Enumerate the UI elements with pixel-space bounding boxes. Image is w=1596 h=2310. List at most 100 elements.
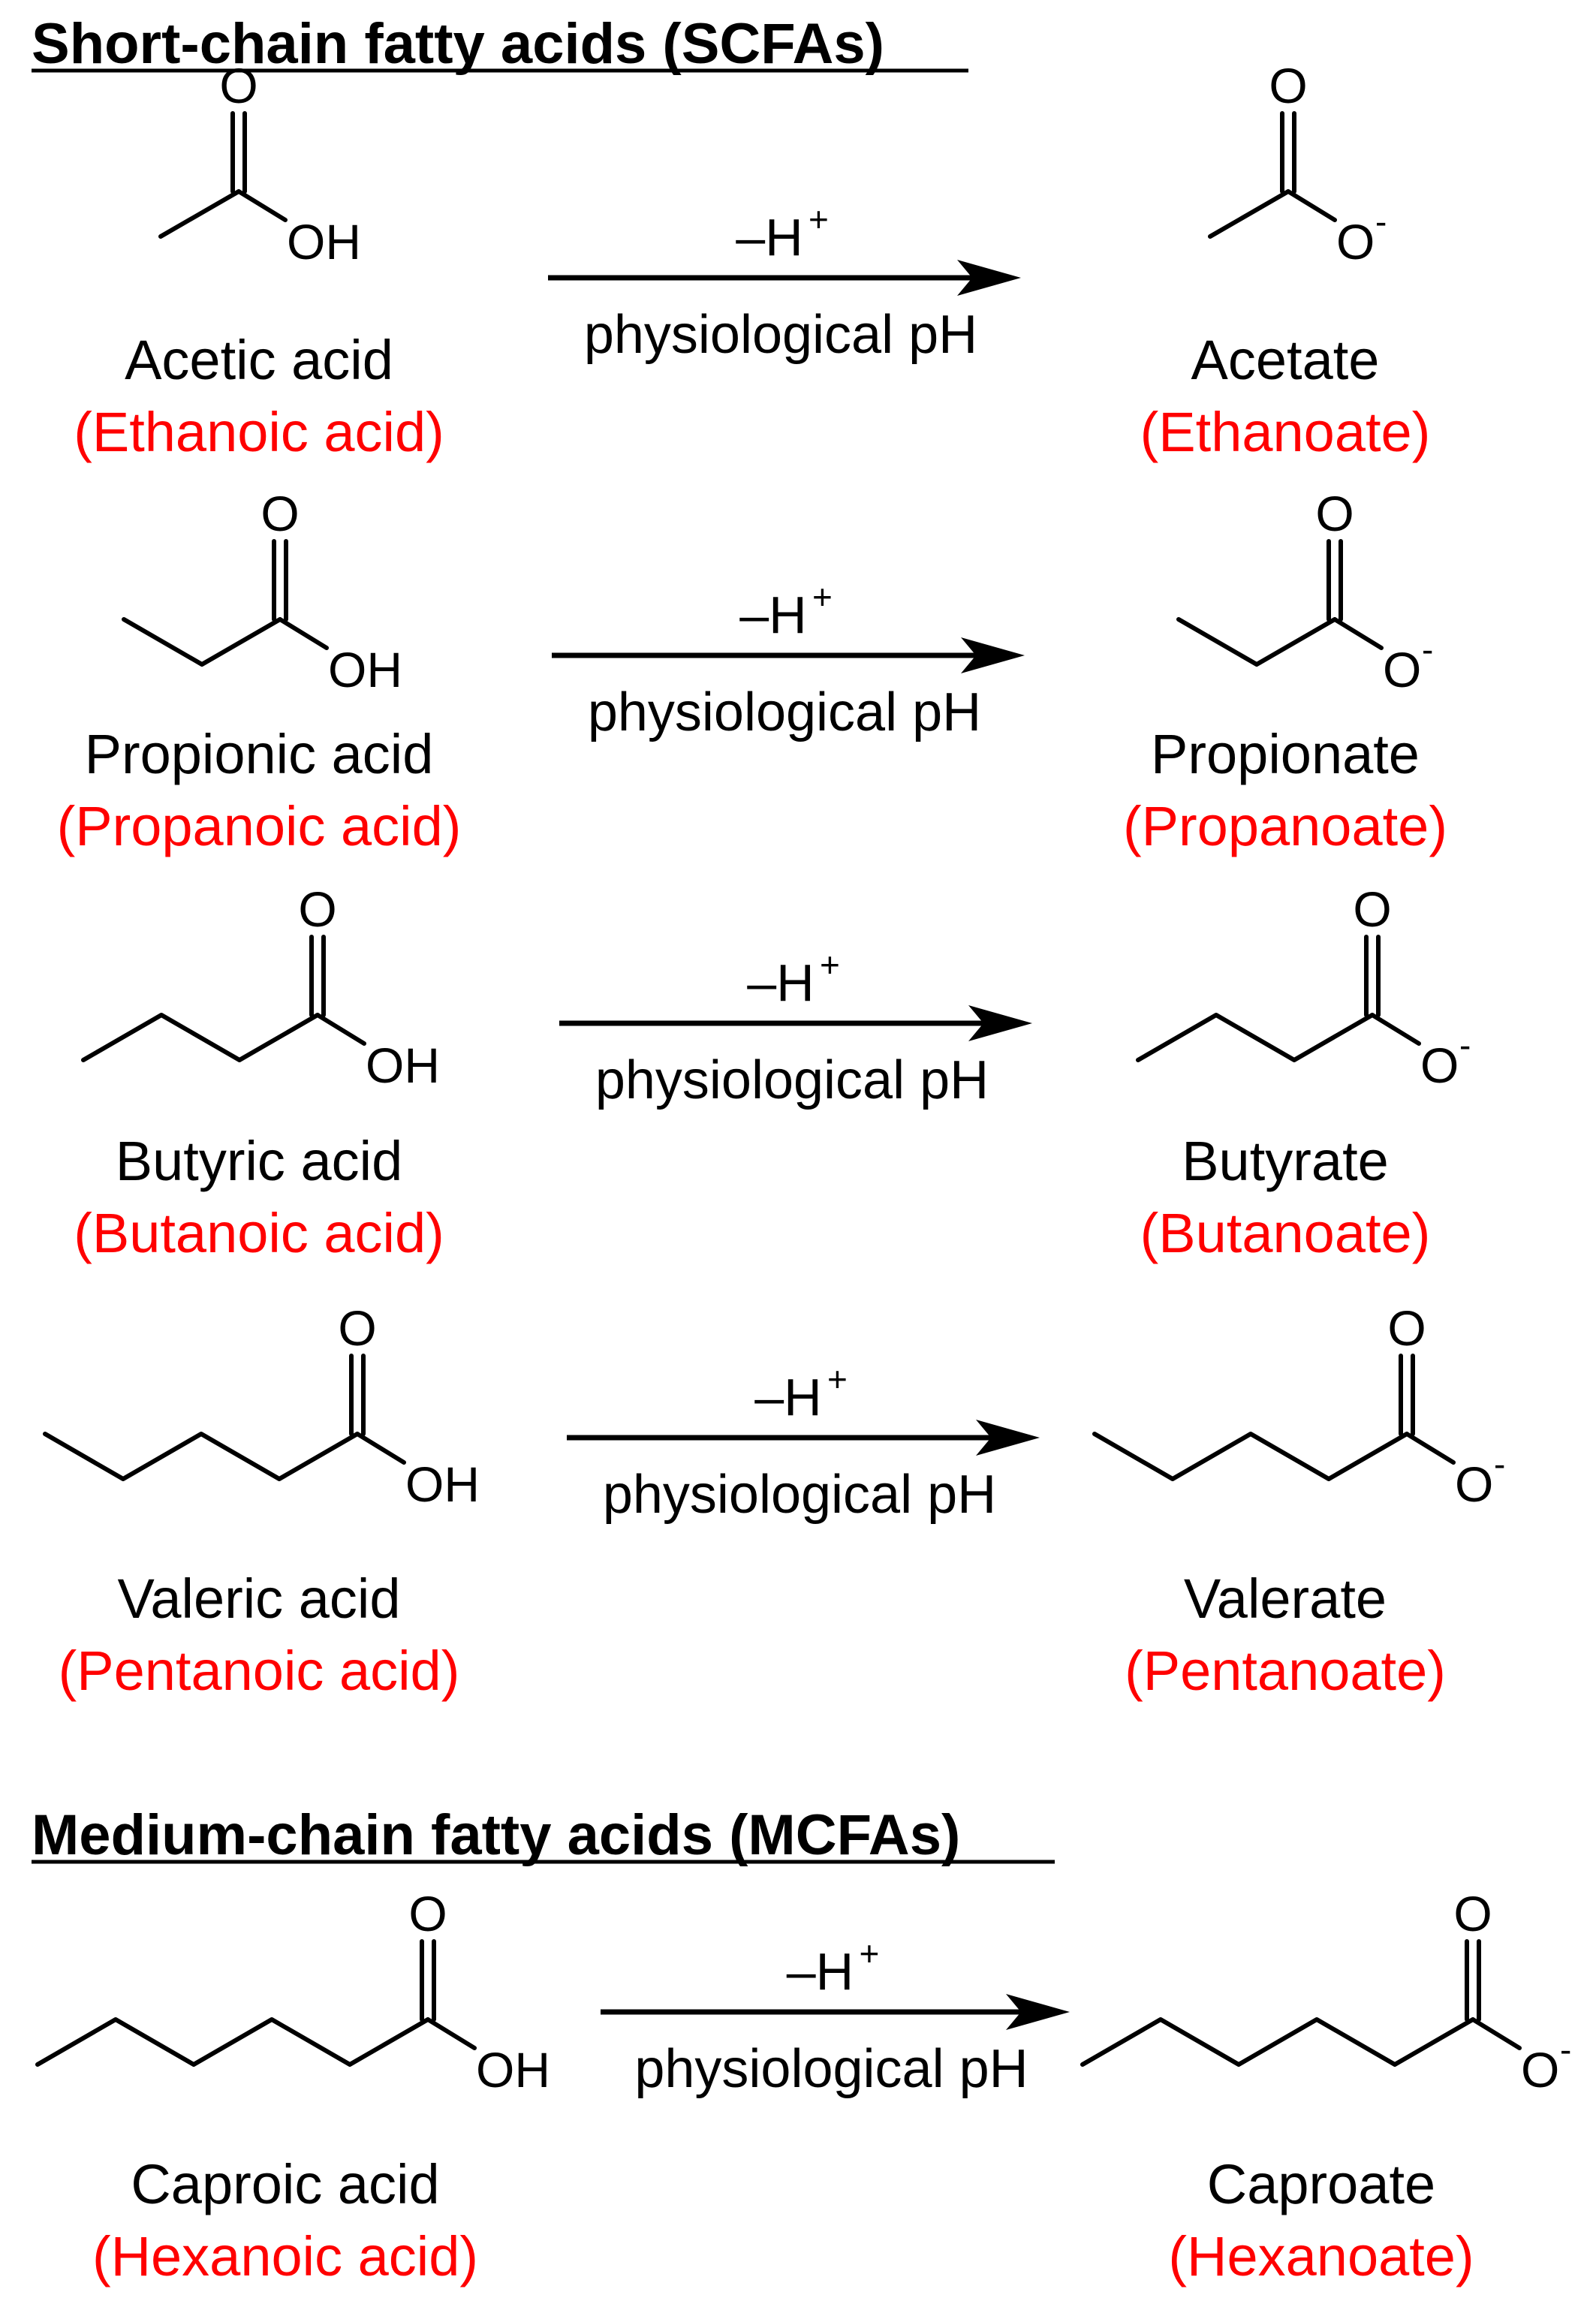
acid-iupac-name: (Propanoic acid) <box>57 795 462 857</box>
acid-iupac-name: (Butanoic acid) <box>74 1202 444 1264</box>
base-negative-charge: - <box>1459 1025 1471 1065</box>
base-anion-oxygen: O <box>1383 642 1421 697</box>
section-heading: Short-chain fatty acids (SCFAs) <box>32 12 884 76</box>
base-negative-charge: - <box>1375 202 1387 241</box>
base-common-name: Valerate <box>1184 1568 1387 1630</box>
base-single-bond-oxygen <box>1471 2017 1522 2050</box>
acid-hydroxyl: OH <box>476 2042 550 2098</box>
arrow-head <box>976 1420 1040 1456</box>
base-carbonyl-oxygen: O <box>1269 58 1307 113</box>
condition-label: physiological pH <box>595 1050 989 1110</box>
base-carbonyl-oxygen: O <box>1387 1300 1426 1356</box>
arrow-head <box>1006 1994 1070 2030</box>
reagent-charge: + <box>812 577 833 616</box>
acid-carbonyl-oxygen: O <box>298 881 336 937</box>
base-single-bond-oxygen <box>1333 617 1384 650</box>
arrow-head <box>968 1005 1032 1041</box>
base-iupac-name: (Ethanoate) <box>1140 401 1431 463</box>
base-common-name: Propionate <box>1151 723 1420 785</box>
acid-carbonyl-oxygen: O <box>260 486 299 541</box>
acid-carbonyl-oxygen: O <box>219 58 257 113</box>
reagent-label: –H <box>739 586 806 644</box>
condition-label: physiological pH <box>603 1465 996 1525</box>
acid-hydroxyl: OH <box>287 214 361 270</box>
base-iupac-name: (Propanoate) <box>1123 795 1447 857</box>
base-carbon-chain <box>1176 617 1337 667</box>
acid-single-bond-oxygen <box>426 2017 477 2050</box>
base-anion-oxygen: O <box>1420 1038 1459 1093</box>
base-negative-charge: - <box>1560 2030 1571 2069</box>
base-anion-oxygen: O <box>1521 2042 1559 2098</box>
acid-hydroxyl: OH <box>366 1038 440 1093</box>
reagent-label: –H <box>754 1368 821 1426</box>
condition-label: physiological pH <box>584 305 977 365</box>
reaction-arrow: –H+ physiological pH <box>567 1360 1040 1525</box>
acid-carbon-chain <box>35 2017 430 2067</box>
acid-iupac-name: (Hexanoic acid) <box>92 2225 478 2287</box>
condition-label: physiological pH <box>634 2039 1028 2099</box>
base-single-bond-oxygen <box>1370 1013 1421 1046</box>
base-negative-charge: - <box>1494 1444 1505 1483</box>
acid-common-name: Acetic acid <box>125 329 393 391</box>
reaction-arrow: –H+ physiological pH <box>559 945 1032 1110</box>
base-single-bond-oxygen <box>1286 189 1337 222</box>
reagent-charge: + <box>809 200 829 239</box>
base-common-name: Acetate <box>1191 329 1380 391</box>
conjugate-base-structure: OO- <box>1208 58 1387 270</box>
arrow-head <box>961 637 1025 673</box>
base-common-name: Caproate <box>1207 2153 1435 2215</box>
acid-carbon-chain <box>122 617 282 667</box>
acid-structure: O OH <box>43 1300 480 1512</box>
reagent-label: –H <box>747 953 814 1012</box>
section-0: Short-chain fatty acids (SCFAs)OOHOO-–H+… <box>32 12 1505 1702</box>
conjugate-base-structure: OO- <box>1080 1886 1571 2098</box>
base-carbonyl-oxygen: O <box>1315 486 1354 541</box>
acid-common-name: Propionic acid <box>85 723 434 785</box>
reagent-charge: + <box>827 1360 848 1399</box>
acid-common-name: Valeric acid <box>117 1568 400 1630</box>
acid-iupac-name: (Ethanoic acid) <box>74 401 444 463</box>
acid-carbonyl-oxygen: O <box>338 1300 376 1356</box>
base-anion-oxygen: O <box>1455 1456 1493 1512</box>
acid-structure: O OH <box>158 58 361 270</box>
base-iupac-name: (Butanoate) <box>1140 1202 1431 1264</box>
section-1: Medium-chain fatty acids (MCFAs)OOHOO-–H… <box>32 1803 1571 2287</box>
reaction-arrow: –H+physiological pH <box>601 1934 1070 2099</box>
acid-iupac-name: (Pentanoic acid) <box>59 1640 460 1702</box>
condition-label: physiological pH <box>588 682 981 742</box>
acid-structure: O OH <box>35 1886 550 2098</box>
acid-common-name: Caproic acid <box>131 2153 439 2215</box>
acid-carbon-chain <box>158 189 241 239</box>
base-common-name: Butyrate <box>1182 1130 1389 1192</box>
conjugate-base-structure: OO- <box>1092 1300 1505 1512</box>
acid-carbonyl-oxygen: O <box>408 1886 447 1941</box>
acid-hydroxyl: OH <box>405 1456 480 1512</box>
acid-common-name: Butyric acid <box>116 1130 402 1192</box>
acid-carbon-chain <box>43 1432 360 1481</box>
base-carbonyl-oxygen: O <box>1453 1886 1492 1941</box>
section-heading: Medium-chain fatty acids (MCFAs) <box>32 1803 960 1867</box>
base-carbon-chain <box>1136 1013 1375 1062</box>
reagent-charge: + <box>820 945 840 984</box>
reagent-label: –H <box>736 208 803 267</box>
base-iupac-name: (Hexanoate) <box>1168 2225 1474 2287</box>
acid-structure: O OH <box>81 881 440 1093</box>
base-carbon-chain <box>1092 1432 1409 1481</box>
reagent-charge: + <box>860 1934 880 1973</box>
base-anion-oxygen: O <box>1336 214 1375 270</box>
acid-single-bond-oxygen <box>278 617 329 650</box>
base-carbon-chain <box>1208 189 1290 239</box>
acid-single-bond-oxygen <box>355 1432 406 1465</box>
base-iupac-name: (Pentanoate) <box>1125 1640 1446 1702</box>
conjugate-base-structure: OO- <box>1176 486 1433 697</box>
base-negative-charge: - <box>1422 630 1433 669</box>
acid-single-bond-oxygen <box>236 189 288 222</box>
acid-hydroxyl: OH <box>328 642 402 697</box>
reaction-arrow: –H+ physiological pH <box>552 577 1025 742</box>
